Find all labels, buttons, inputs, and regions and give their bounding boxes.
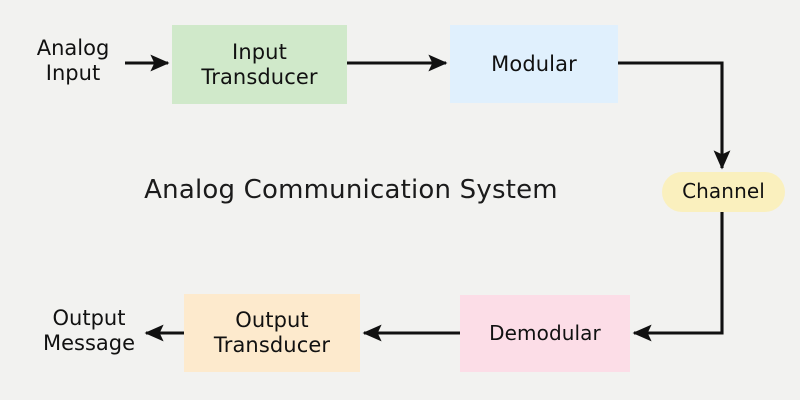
node-analog-input: Analog Input: [36, 36, 110, 86]
node-modular[interactable]: Modular: [450, 25, 618, 103]
diagram-title: Analog Communication System: [144, 175, 558, 205]
edge-modular-to-channel: [618, 61, 731, 170]
node-output-message: Output Message: [42, 306, 136, 356]
node-input-transducer[interactable]: Input Transducer: [172, 25, 347, 104]
edge-channel-to-demodular: [632, 212, 724, 342]
node-output-transducer[interactable]: Output Transducer: [184, 294, 360, 372]
node-channel[interactable]: Channel: [662, 172, 785, 212]
node-demodular[interactable]: Demodular: [460, 295, 630, 372]
